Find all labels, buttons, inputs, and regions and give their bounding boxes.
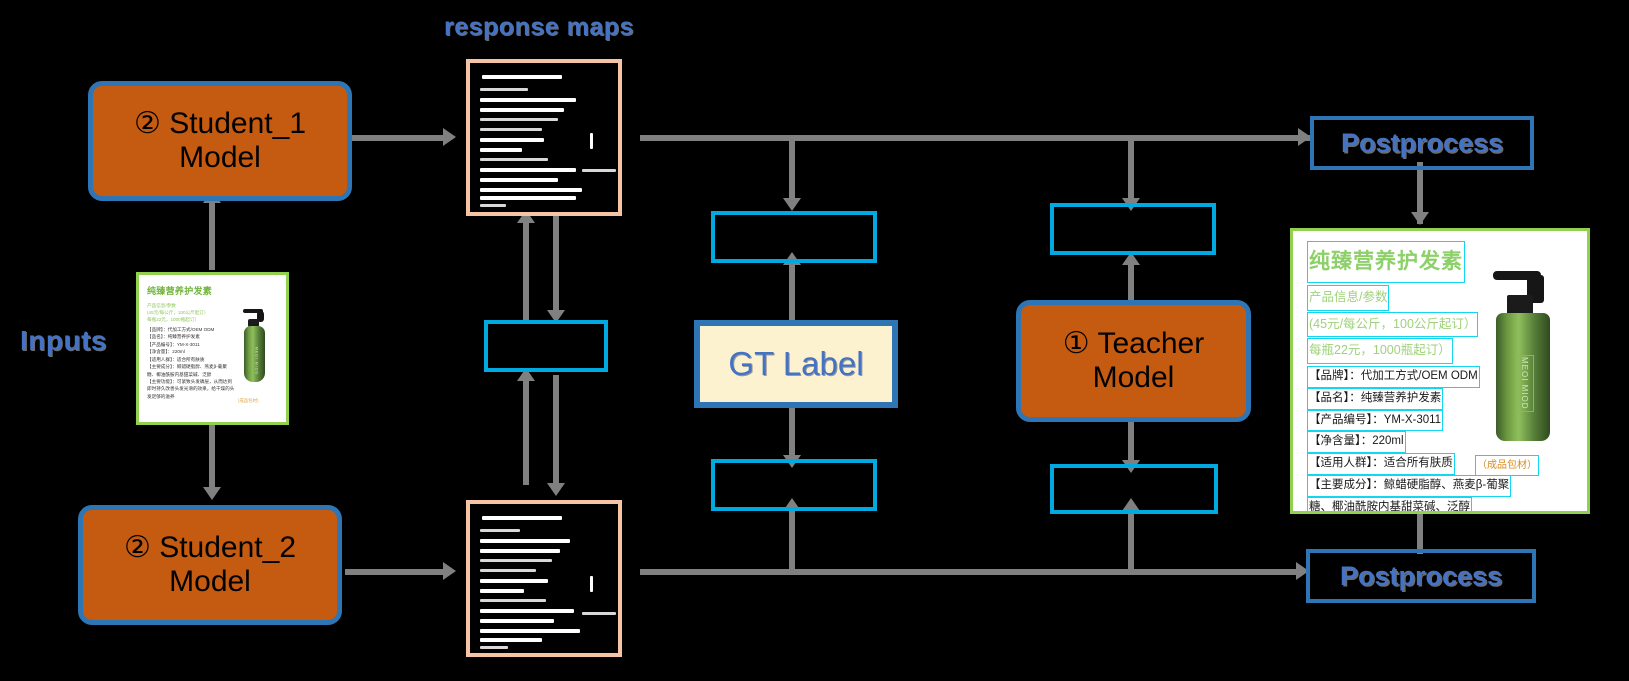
input-product-spec-3: 【净含量】：220ml xyxy=(147,349,185,355)
input-bottle-label: MEOI MIOD xyxy=(254,347,259,376)
arrow-postprocess-bottom-to-product xyxy=(1417,508,1423,554)
arrow-student2-to-respmap xyxy=(345,569,445,575)
arrowhead-postprocess-top-to-product xyxy=(1411,212,1429,225)
gt-lower-box[interactable] xyxy=(711,459,877,511)
arrow-merge-to-respbottom xyxy=(523,375,529,485)
output-product-spec-5: 【主要成分】：鲸蜡硬脂醇、燕麦β-葡聚 xyxy=(1307,474,1512,497)
input-product-image[interactable]: 纯臻营养护发素 产品信息/参数 (45元/每公斤，100公斤起订） 每瓶22元，… xyxy=(136,272,289,425)
output-product-title: 纯臻营养护发素 xyxy=(1307,241,1465,283)
input-product-spec-9: 发足够的滋养 xyxy=(147,393,175,399)
postprocess-bottom-label: Postprocess xyxy=(1339,560,1503,591)
arrowhead-bus-top-branch-gt xyxy=(783,198,801,211)
arrowhead-bus-bottom-to-postprocess xyxy=(1296,562,1309,580)
output-product-price-0: (45元/每公斤，100公斤起订） xyxy=(1307,311,1479,338)
arrow-input-to-student2 xyxy=(209,420,215,490)
postprocess-top-label: Postprocess xyxy=(1340,127,1504,158)
input-product-spec-2: 【产品编号】：YM-X-3011 xyxy=(147,341,200,347)
student-2-model-box[interactable]: ② Student_2 Model xyxy=(78,505,342,625)
output-bottle-label: MEOI MIOD xyxy=(1515,355,1535,412)
arrow-merge-to-resptop xyxy=(523,220,529,320)
input-product-spec-6: 糖、椰油酰胺内基甜菜碱、泛醇 xyxy=(147,371,212,377)
arrow-student1-to-respmap xyxy=(350,135,445,141)
output-product-spec-1: 【品名】：纯臻营养护发素 xyxy=(1307,387,1444,410)
arrowhead-bus-bottom-branch-teacher xyxy=(1122,498,1140,511)
input-product-price-1: 每瓶22元，1000瓶起订） xyxy=(147,317,200,323)
input-product-subtitle: 产品信息/参数 xyxy=(147,302,176,308)
output-product-spec-2: 【产品编号】：YM-X-3011 xyxy=(1307,409,1444,432)
arrow-gtupper-to-gtlabel xyxy=(789,258,795,320)
response-map-top[interactable] xyxy=(466,59,622,216)
teacher-model-label: ① Teacher Model xyxy=(1062,327,1205,394)
postprocess-bottom-box[interactable]: Postprocess xyxy=(1306,549,1536,603)
response-map-bottom[interactable] xyxy=(466,500,622,657)
arrowhead-bus-top-to-postprocess xyxy=(1298,128,1311,146)
output-product-spec-6: 糖、椰油酰胺内基甜菜碱、泛醇 xyxy=(1307,496,1472,511)
arrow-bus-bottom-branch-teacher xyxy=(1128,508,1134,570)
gt-upper-box[interactable] xyxy=(711,211,877,263)
arrow-teacher-to-lowerbox xyxy=(1128,405,1134,463)
teacher-model-box[interactable]: ① Teacher Model xyxy=(1016,300,1251,422)
output-bottle-caption: （成品包材） xyxy=(1475,455,1539,476)
student-1-model-box[interactable]: ② Student_1 Model xyxy=(88,81,352,201)
arrow-input-to-student1 xyxy=(209,200,215,270)
arrow-gtlabel-to-gtlower xyxy=(789,396,795,458)
arrow-respbottom-down xyxy=(553,375,559,485)
gt-label-box[interactable]: GT Label xyxy=(694,320,898,408)
input-bottle-caption: （成品包材） xyxy=(235,398,262,403)
arrow-postprocess-top-to-product xyxy=(1417,162,1423,224)
teacher-upper-box[interactable] xyxy=(1050,203,1216,255)
input-product-price-0: (45元/每公斤，100公斤起订） xyxy=(147,310,209,316)
arrow-bus-bottom-branch-gt xyxy=(789,508,795,570)
arrow-bus-top-branch-gt xyxy=(789,138,795,200)
input-product-bottle: MEOI MIOD xyxy=(237,309,271,389)
inputs-label: Inputs xyxy=(20,325,107,356)
gt-label-text: GT Label xyxy=(728,345,864,382)
output-product-spec-4: 【适用人群】：适合所有肤质 xyxy=(1307,453,1455,475)
input-product-spec-7: 【主要功能】：可紧致头发磷层，从而达到 xyxy=(147,378,232,384)
arrowhead-student2-to-respmap xyxy=(443,562,456,580)
arrowhead-teacher-to-upperbox xyxy=(1122,252,1140,265)
arrowhead-input-to-student2 xyxy=(203,487,221,500)
output-product-spec-0: 【品牌】：代加工方式/OEM ODM xyxy=(1307,366,1480,388)
arrow-bus-bottom xyxy=(640,569,1302,575)
input-product-spec-1: 【品名】：纯臻营养护发素 xyxy=(147,334,200,340)
student-1-model-label: ② Student_1 Model xyxy=(133,107,307,174)
output-product-image[interactable]: 纯臻营养护发素 产品信息/参数 (45元/每公斤，100公斤起订） 每瓶22元，… xyxy=(1290,228,1590,514)
student-merge-box[interactable] xyxy=(484,320,608,372)
arrow-teacher-to-upperbox xyxy=(1128,258,1134,318)
response-maps-label: response maps xyxy=(444,13,634,41)
postprocess-top-box[interactable]: Postprocess xyxy=(1310,116,1534,170)
teacher-lower-box[interactable] xyxy=(1050,464,1218,514)
input-product-spec-0: 【品牌】：代加工方式/OEM ODM xyxy=(147,326,215,332)
output-product-spec-3: 【净含量】：220ml xyxy=(1307,431,1406,454)
arrowhead-student1-to-respmap xyxy=(443,128,456,146)
output-product-bottle: MEOI MIOD xyxy=(1479,271,1567,451)
arrow-bus-top-branch-teacher xyxy=(1128,138,1134,200)
input-product-spec-8: 即时持久改善头发光滑的效果，给干燥的头 xyxy=(147,386,235,392)
input-product-spec-4: 【适用人群】：适合所有肤质 xyxy=(147,356,205,362)
input-product-spec-5: 【主要成分】：鲸蜡硬脂醇、燕麦β-葡聚 xyxy=(147,364,227,370)
input-product-title: 纯臻营养护发素 xyxy=(147,286,213,296)
output-product-price-1: 每瓶22元，1000瓶起订） xyxy=(1307,338,1453,365)
student-2-model-label: ② Student_2 Model xyxy=(123,531,297,598)
output-product-subtitle: 产品信息/参数 xyxy=(1307,284,1390,311)
arrowhead-resptop-to-merge xyxy=(547,310,565,323)
arrow-resptop-to-merge xyxy=(553,212,559,312)
arrow-bus-top xyxy=(640,135,1312,141)
arrowhead-merge-to-respbottom xyxy=(547,483,565,496)
